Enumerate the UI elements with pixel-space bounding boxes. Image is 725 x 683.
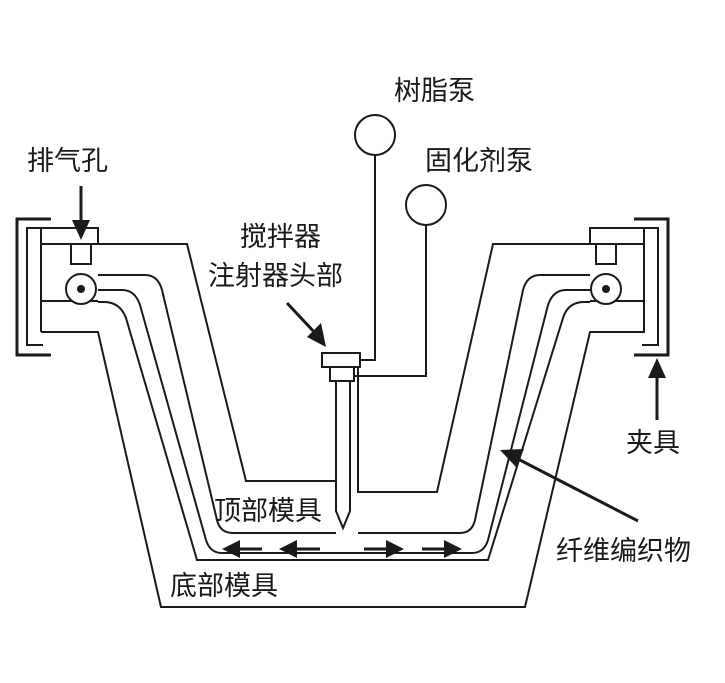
label-mixer: 搅拌器 bbox=[240, 222, 321, 253]
curing-agent-line bbox=[354, 225, 427, 377]
left-vent-pin bbox=[65, 243, 97, 305]
label-fiber-fabric: 纤维编织物 bbox=[556, 536, 691, 567]
flow-arrow-left-2 bbox=[279, 540, 320, 558]
fiber-arrow-head bbox=[500, 449, 524, 467]
left-clamp-bracket bbox=[15, 217, 51, 357]
right-clamp-inner bbox=[642, 227, 659, 346]
labels: 树脂泵 固化剂泵 排气孔 搅拌器 注射器头部 夹具 顶部模具 纤维编织物 底部模… bbox=[27, 76, 691, 602]
right-clamp-bracket bbox=[634, 217, 670, 357]
fiber-layer-1-right bbox=[358, 274, 590, 534]
right-vent-pin bbox=[590, 243, 622, 305]
injector-nozzle bbox=[335, 381, 351, 531]
label-bottom-mold: 底部模具 bbox=[170, 571, 278, 602]
bottom-mold-inner-cavity bbox=[98, 301, 590, 561]
pumps bbox=[354, 114, 447, 377]
left-clamp-inner bbox=[26, 227, 43, 346]
resin-line bbox=[360, 155, 376, 361]
flow-arrow-right-2 bbox=[422, 540, 462, 558]
injector-head-cap bbox=[321, 352, 361, 368]
left-vent-block bbox=[70, 243, 92, 265]
label-top-mold: 顶部模具 bbox=[214, 496, 322, 527]
fiber-fabric bbox=[98, 274, 590, 554]
label-injector-head: 注射器头部 bbox=[208, 261, 343, 292]
left-clamp bbox=[15, 217, 51, 357]
label-resin-pump: 树脂泵 bbox=[394, 76, 475, 107]
arrows bbox=[72, 186, 666, 558]
injector-head-neck bbox=[329, 366, 355, 382]
fiber-arrow-shaft bbox=[515, 456, 639, 523]
clamp-arrow-head bbox=[648, 358, 666, 378]
flow-arrow-left-1 bbox=[222, 540, 262, 558]
right-pin-dot bbox=[602, 285, 610, 293]
injector-arrow-head bbox=[307, 323, 326, 347]
injector-arrow-shaft bbox=[285, 301, 318, 336]
curing-agent-pump-icon bbox=[405, 184, 447, 226]
label-vent-hole: 排气孔 bbox=[27, 146, 108, 177]
label-clamp: 夹具 bbox=[626, 428, 680, 459]
fiber-layer-1 bbox=[98, 274, 336, 534]
resin-pump-icon bbox=[354, 114, 396, 156]
flow-arrow-right-1 bbox=[364, 540, 404, 558]
injector-head bbox=[321, 352, 361, 531]
right-clamp bbox=[634, 217, 670, 357]
right-vent-block bbox=[595, 243, 617, 265]
fiber-layer-2 bbox=[98, 289, 590, 554]
left-pin-dot bbox=[77, 285, 85, 293]
label-curing-agent-pump: 固化剂泵 bbox=[425, 146, 533, 177]
vent-arrow-head bbox=[72, 220, 90, 240]
